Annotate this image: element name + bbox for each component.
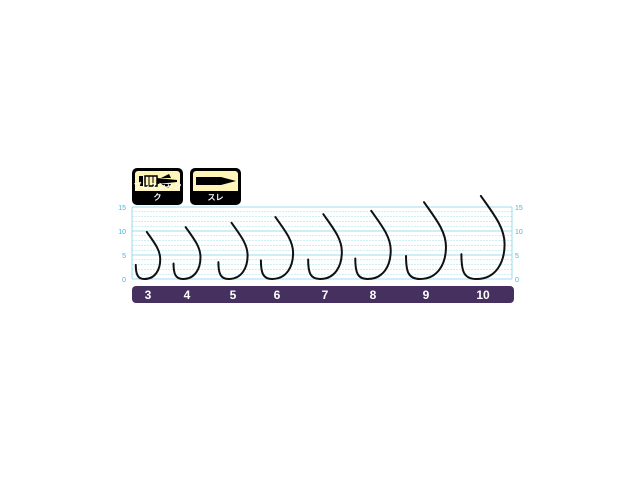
size-bar — [132, 286, 514, 303]
y-tick-label: 5 — [515, 253, 519, 260]
badge-label: スレ — [207, 193, 224, 202]
hook-size-10 — [460, 194, 506, 281]
size-label: 10 — [476, 288, 490, 302]
sure-badge: スレ — [190, 168, 241, 205]
y-tick-label: 0 — [122, 277, 126, 284]
size-label: 6 — [273, 288, 281, 302]
hook-size-3 — [134, 230, 162, 281]
size-label: 3 — [144, 288, 152, 302]
size-label: 7 — [321, 288, 329, 302]
hook-size-6 — [259, 216, 295, 281]
hook-size-5 — [217, 221, 249, 281]
size-label: 9 — [422, 288, 430, 302]
barbless-shank-badge: ブレスシャンク — [132, 168, 183, 205]
size-label: 8 — [369, 288, 377, 302]
y-tick-label: 5 — [122, 253, 126, 260]
hook-size-4 — [172, 226, 202, 281]
y-tick-label: 15 — [118, 205, 126, 212]
sure-hook-type-icon — [193, 171, 238, 191]
hook-size-7 — [307, 213, 343, 281]
hook-size-8 — [354, 209, 392, 281]
badge-label: ブレスシャンク — [133, 182, 182, 202]
hook-size-9 — [405, 201, 447, 281]
y-tick-label: 0 — [515, 277, 519, 284]
barbless-shank-icon — [135, 171, 180, 191]
size-label: 4 — [183, 288, 191, 302]
size-label: 5 — [229, 288, 237, 302]
y-tick-label: 15 — [515, 205, 523, 212]
y-tick-label: 10 — [118, 229, 126, 236]
y-tick-label: 10 — [515, 229, 523, 236]
